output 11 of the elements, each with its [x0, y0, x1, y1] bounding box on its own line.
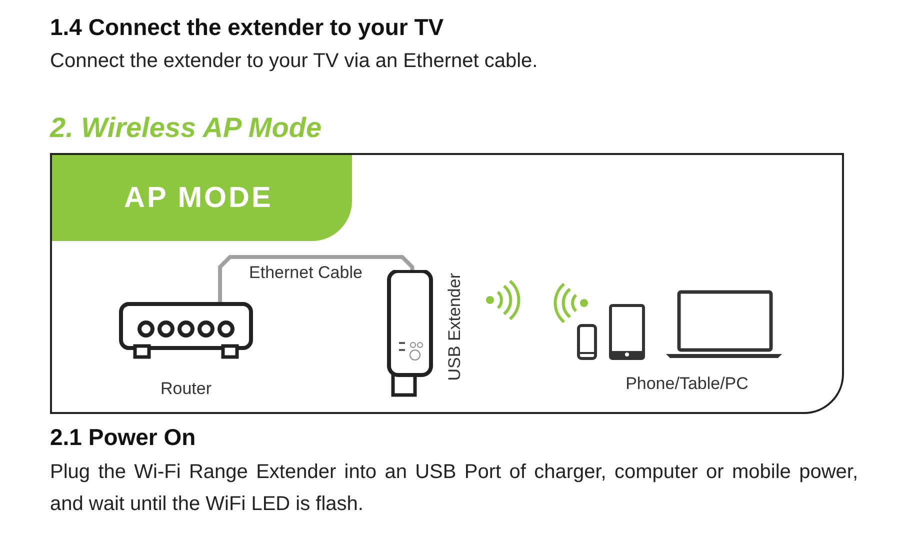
device-label: Phone/Table/PC [624, 374, 750, 394]
section-heading: 1.4 Connect the extender to your TV [50, 14, 444, 41]
section-heading: 2. Wireless AP Mode [50, 112, 322, 144]
body-text: Plug the Wi-Fi Range Extender into an USB Port of charger, computer or mobile power, and wait until the WiFi LED is flash. [50, 460, 858, 517]
cable-line [218, 255, 414, 302]
body-text: Connect the extender to your TV via an Ethernet cable. [50, 50, 538, 73]
section-heading: 2.1 Power On [50, 424, 196, 451]
device-label: USB Extender [445, 273, 465, 381]
mode-banner: AP MODE [52, 155, 352, 241]
panel-frame [50, 153, 844, 414]
device-label: Router [159, 379, 213, 399]
